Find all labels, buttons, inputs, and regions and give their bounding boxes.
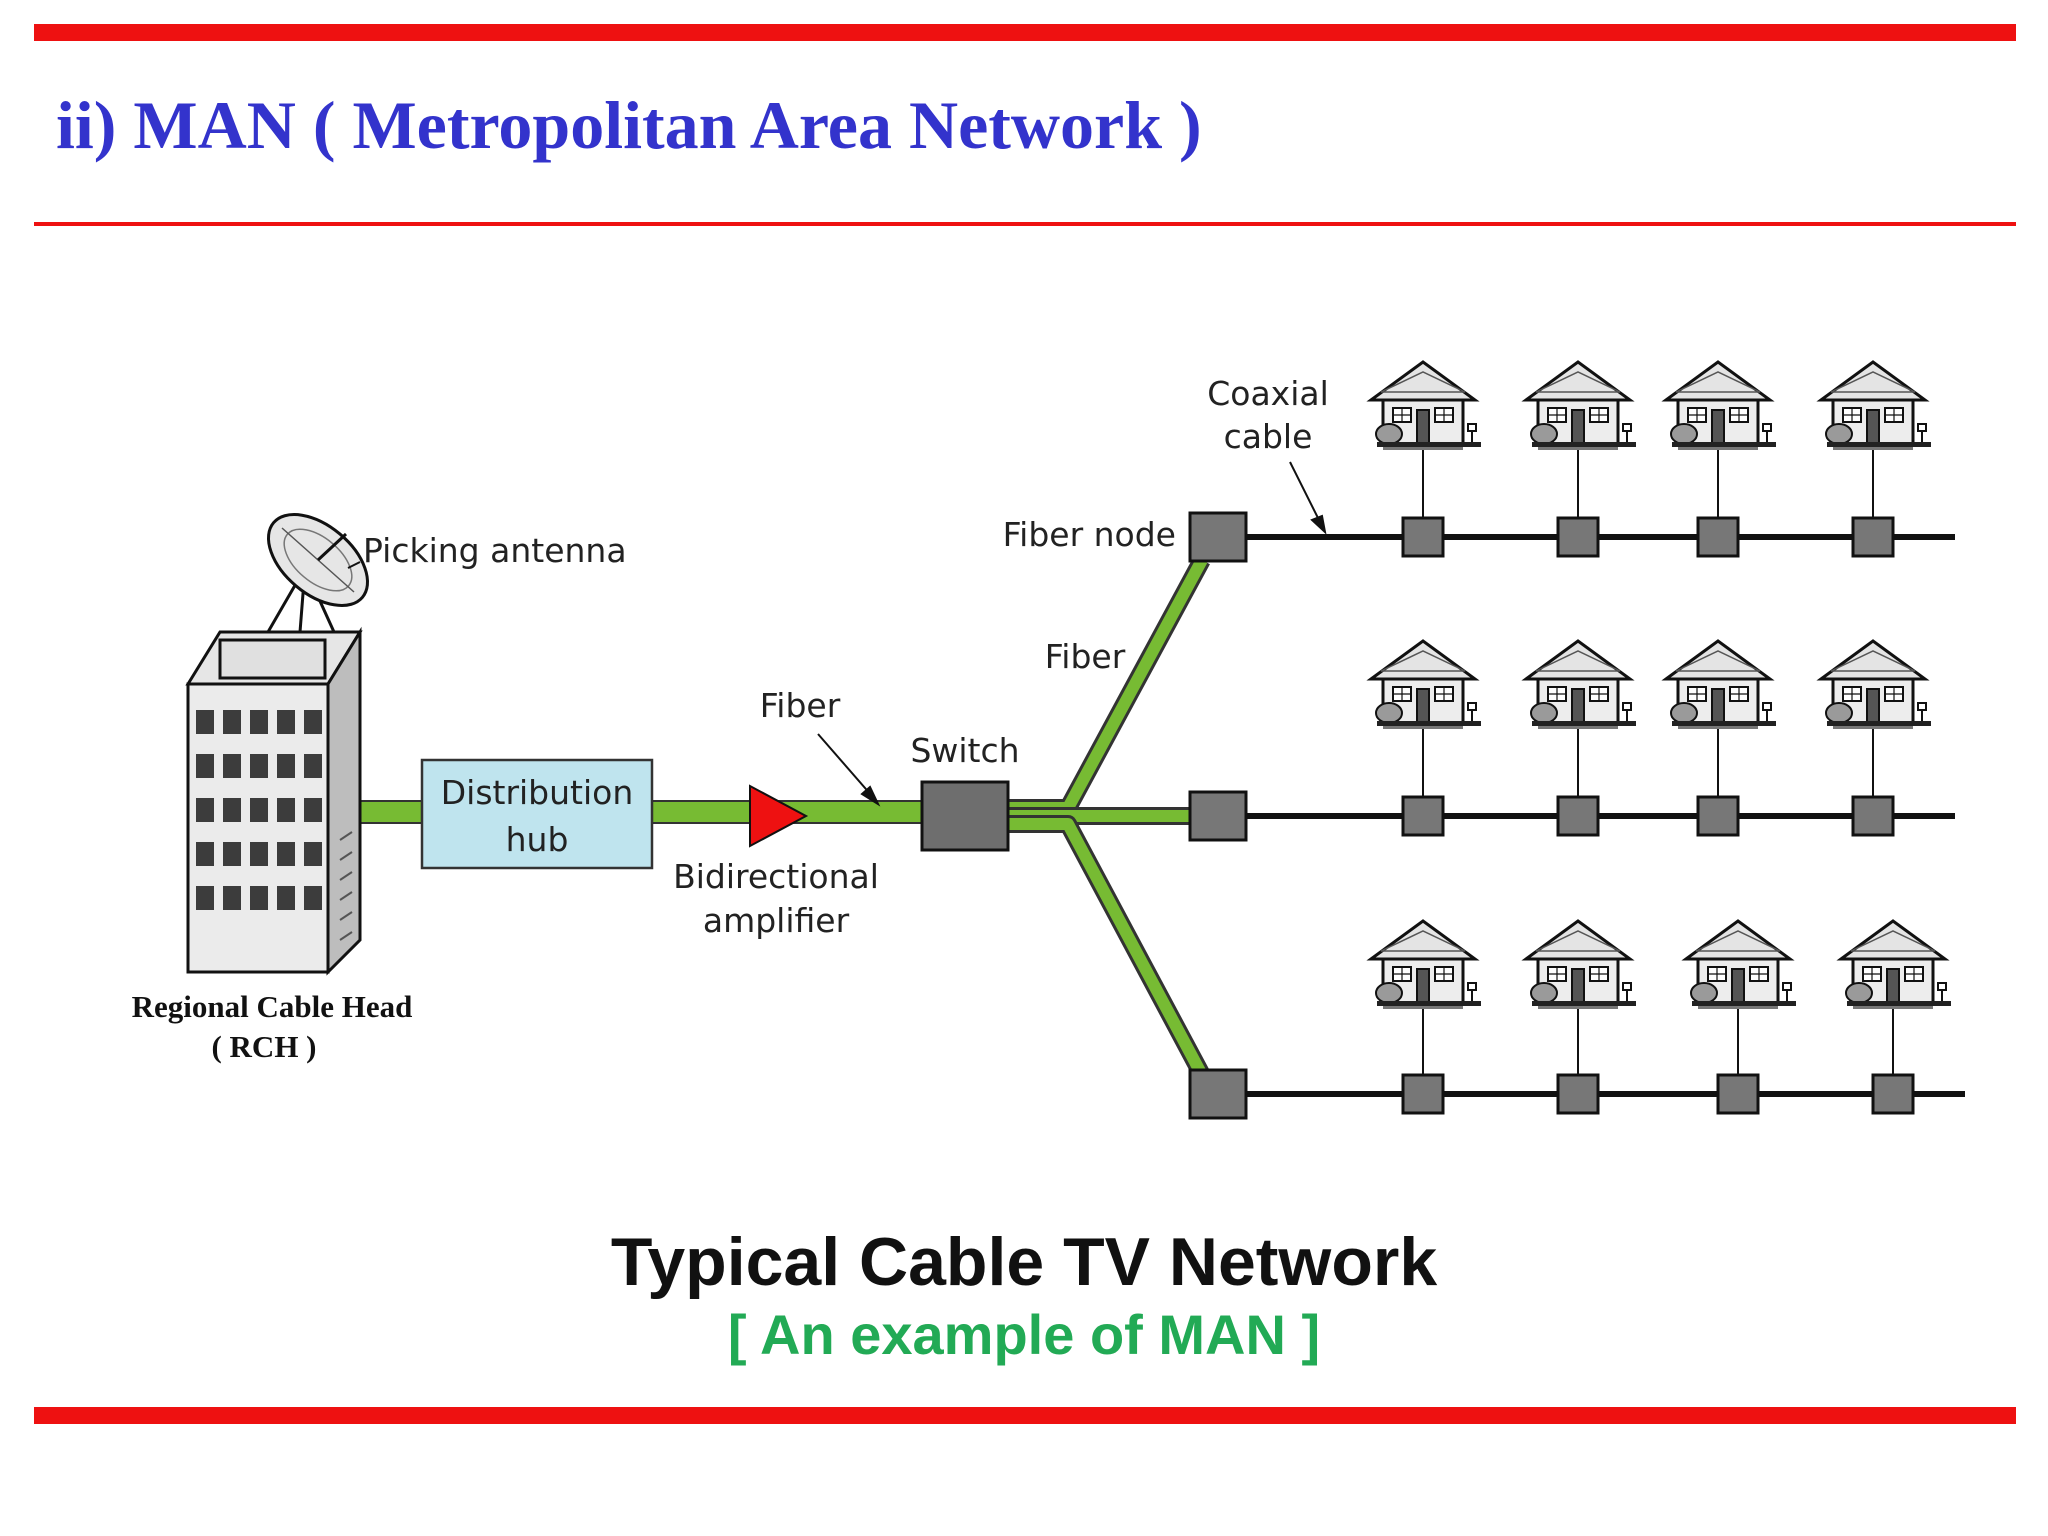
label-fiber-node: Fiber node [1003,515,1176,554]
fiber-branches [1008,555,1210,1080]
bidirectional-amplifier-icon [749,784,809,848]
regional-cable-head-building [185,626,363,976]
label-distribution: Distribution [441,773,634,812]
label-fiber-trunk: Fiber [760,686,841,725]
coaxial-branch-top [1188,360,1955,563]
label-coaxial: Coaxial [1207,374,1329,413]
switch-box [920,780,1010,852]
top-red-rule [34,24,2016,41]
coaxial-branch-bottom [1188,919,1965,1120]
label-rch: ( RCH ) [211,1029,316,1064]
coaxial-branch-middle [1188,639,1955,842]
diagram-caption: Typical Cable TV Network [610,1224,1438,1300]
title-divider [34,222,2016,226]
label-switch: Switch [910,731,1019,770]
slide-title: ii) MAN ( Metropolitan Area Network ) [56,87,1202,163]
diagram-subcaption: [ An example of MAN ] [727,1303,1321,1366]
label-regional-cable-head: Regional Cable Head [132,989,413,1024]
satellite-dish-icon [266,513,370,633]
label-amplifier: amplifier [703,901,850,940]
distribution-hub-box [420,758,654,870]
label-cable: cable [1224,417,1313,456]
label-fiber-branch: Fiber [1045,637,1126,676]
label-bidirectional: Bidirectional [673,857,879,896]
label-hub: hub [506,820,569,859]
callout-arrows [347,461,1327,807]
label-picking-antenna: Picking antenna [363,531,627,570]
bottom-red-rule [34,1407,2016,1424]
